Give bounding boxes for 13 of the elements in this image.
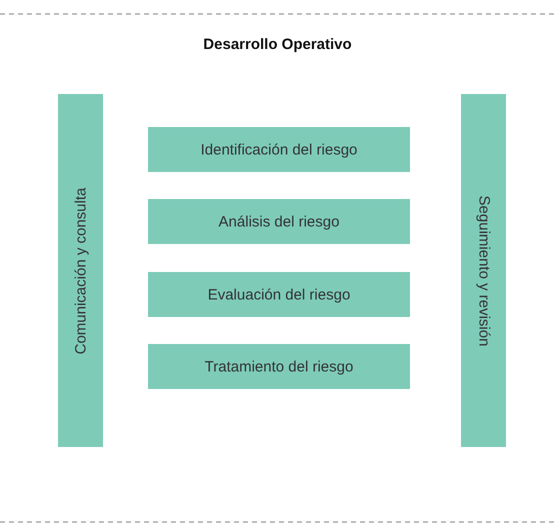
process-box — [148, 199, 410, 244]
side-bar — [58, 94, 103, 447]
process-box — [148, 127, 410, 172]
box-label: Identificación del riesgo — [200, 141, 358, 158]
box-label: Evaluación del riesgo — [208, 286, 350, 303]
diagram-title: Desarrollo Operativo — [203, 36, 352, 53]
process-box — [148, 344, 410, 389]
box-label: Seguimiento y revisión — [475, 195, 492, 346]
box-label: Análisis del riesgo — [218, 213, 340, 230]
box-label: Tratamiento del riesgo — [204, 358, 354, 375]
box-label: Comunicación y consulta — [72, 187, 89, 354]
process-box — [148, 272, 410, 317]
side-bar — [461, 94, 506, 447]
